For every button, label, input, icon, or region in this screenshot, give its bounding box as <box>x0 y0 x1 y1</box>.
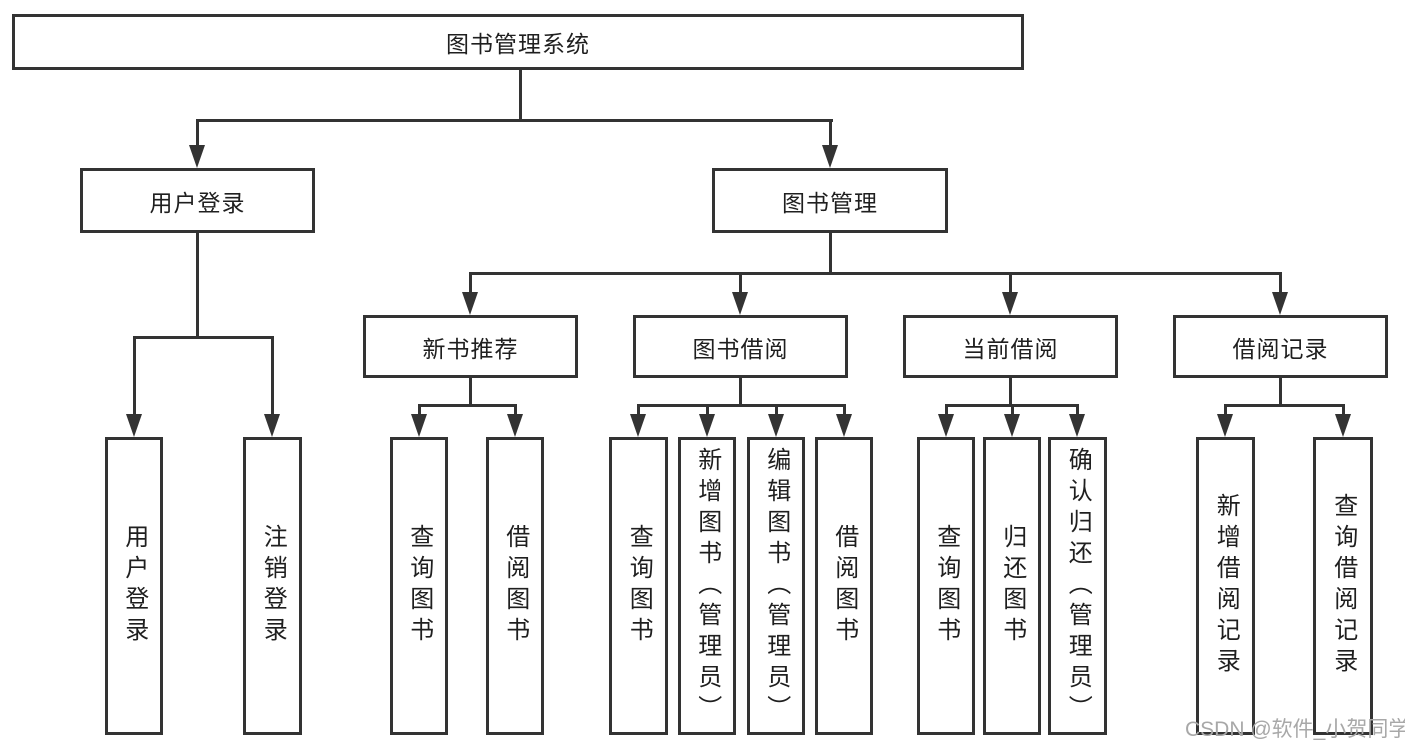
arrow-down-icon <box>822 145 838 168</box>
node-leaf-return-books: 归还图书 <box>983 437 1041 735</box>
connector-line <box>1279 377 1282 406</box>
node-user-login: 用户登录 <box>80 168 315 233</box>
node-leaf-confirm-return-admin-label: 确认归还（管理员） <box>1064 446 1092 726</box>
node-leaf-query-books-current-label: 查询图书 <box>932 524 960 648</box>
connector-line <box>514 404 517 416</box>
arrow-down-icon <box>938 414 954 437</box>
connector-line <box>271 338 274 416</box>
node-leaf-borrow-books-recommend: 借阅图书 <box>486 437 544 735</box>
node-leaf-borrow-books: 借阅图书 <box>815 437 873 735</box>
node-leaf-query-borrow-record-label: 查询借阅记录 <box>1329 493 1357 679</box>
node-leaf-query-books-recommend: 查询图书 <box>390 437 448 735</box>
node-current-borrowing-label: 当前借阅 <box>962 335 1059 362</box>
connector-line <box>418 404 421 416</box>
connector-line <box>637 404 640 416</box>
arrow-down-icon <box>1069 414 1085 437</box>
arrow-down-icon <box>1002 292 1018 315</box>
node-book-management: 图书管理 <box>712 168 948 233</box>
node-leaf-add-borrow-record: 新增借阅记录 <box>1196 437 1255 735</box>
connector-line <box>637 404 846 407</box>
connector-line <box>1009 274 1012 294</box>
connector-line <box>1009 377 1012 406</box>
connector-line <box>133 338 136 416</box>
connector-line <box>469 272 1282 275</box>
node-leaf-user-login-label: 用户登录 <box>120 524 148 648</box>
connector-line <box>1011 404 1014 416</box>
arrow-down-icon <box>189 145 205 168</box>
node-book-management-label: 图书管理 <box>782 189 878 216</box>
connector-line <box>1076 404 1079 416</box>
arrow-down-icon <box>836 414 852 437</box>
connector-line <box>1279 274 1282 294</box>
connector-line <box>469 377 472 406</box>
connector-line <box>1224 404 1345 407</box>
arrow-down-icon <box>768 414 784 437</box>
node-leaf-borrow-books-recommend-label: 借阅图书 <box>501 524 529 648</box>
connector-line <box>739 377 742 406</box>
arrow-down-icon <box>732 292 748 315</box>
connector-line <box>469 274 472 294</box>
connector-line <box>1342 404 1345 416</box>
node-leaf-add-book-admin-label: 新增图书（管理员） <box>693 446 721 726</box>
node-borrowing-records-label: 借阅记录 <box>1232 335 1329 362</box>
node-user-login-label: 用户登录 <box>149 189 246 216</box>
node-leaf-return-books-label: 归还图书 <box>998 524 1026 648</box>
watermark: CSDN @软件_小贺同学 <box>1185 718 1405 741</box>
connector-line <box>706 404 709 416</box>
node-leaf-logout-label: 注销登录 <box>259 524 287 648</box>
connector-line <box>843 404 846 416</box>
connector-line <box>1224 404 1227 416</box>
connector-line <box>133 336 274 339</box>
arrow-down-icon <box>1004 414 1020 437</box>
node-new-book-recommendation: 新书推荐 <box>363 315 578 378</box>
connector-line <box>945 404 948 416</box>
node-root-label: 图书管理系统 <box>446 31 590 57</box>
node-leaf-query-books-current: 查询图书 <box>917 437 975 735</box>
node-leaf-add-book-admin: 新增图书（管理员） <box>678 437 736 735</box>
arrow-down-icon <box>699 414 715 437</box>
node-leaf-confirm-return-admin: 确认归还（管理员） <box>1048 437 1107 735</box>
node-leaf-borrow-books-label: 借阅图书 <box>830 524 858 648</box>
connector-line <box>196 119 833 122</box>
arrow-down-icon <box>1335 414 1351 437</box>
connector-line <box>829 121 832 147</box>
node-leaf-query-books-borrow-label: 查询图书 <box>625 524 653 648</box>
node-book-borrowing: 图书借阅 <box>633 315 848 378</box>
connector-line <box>775 404 778 416</box>
node-root: 图书管理系统 <box>12 14 1024 70</box>
node-borrowing-records: 借阅记录 <box>1173 315 1388 378</box>
arrow-down-icon <box>1217 414 1233 437</box>
arrow-down-icon <box>462 292 478 315</box>
arrow-down-icon <box>264 414 280 437</box>
node-leaf-query-books-borrow: 查询图书 <box>609 437 668 735</box>
node-leaf-add-borrow-record-label: 新增借阅记录 <box>1212 493 1240 679</box>
connector-line <box>196 121 199 147</box>
connector-line <box>418 404 517 407</box>
node-leaf-logout: 注销登录 <box>243 437 302 735</box>
connector-line <box>829 232 832 274</box>
arrow-down-icon <box>126 414 142 437</box>
node-leaf-query-borrow-record: 查询借阅记录 <box>1313 437 1373 735</box>
node-current-borrowing: 当前借阅 <box>903 315 1118 378</box>
node-leaf-edit-book-admin: 编辑图书（管理员） <box>747 437 805 735</box>
arrow-down-icon <box>630 414 646 437</box>
node-leaf-edit-book-admin-label: 编辑图书（管理员） <box>762 446 790 726</box>
arrow-down-icon <box>507 414 523 437</box>
connector-line <box>196 232 199 339</box>
arrow-down-icon <box>1272 292 1288 315</box>
arrow-down-icon <box>411 414 427 437</box>
node-leaf-query-books-recommend-label: 查询图书 <box>405 524 433 648</box>
connector-line <box>519 68 522 121</box>
node-leaf-user-login: 用户登录 <box>105 437 163 735</box>
connector-line <box>739 274 742 294</box>
node-book-borrowing-label: 图书借阅 <box>692 335 789 362</box>
node-new-book-recommendation-label: 新书推荐 <box>422 335 519 362</box>
